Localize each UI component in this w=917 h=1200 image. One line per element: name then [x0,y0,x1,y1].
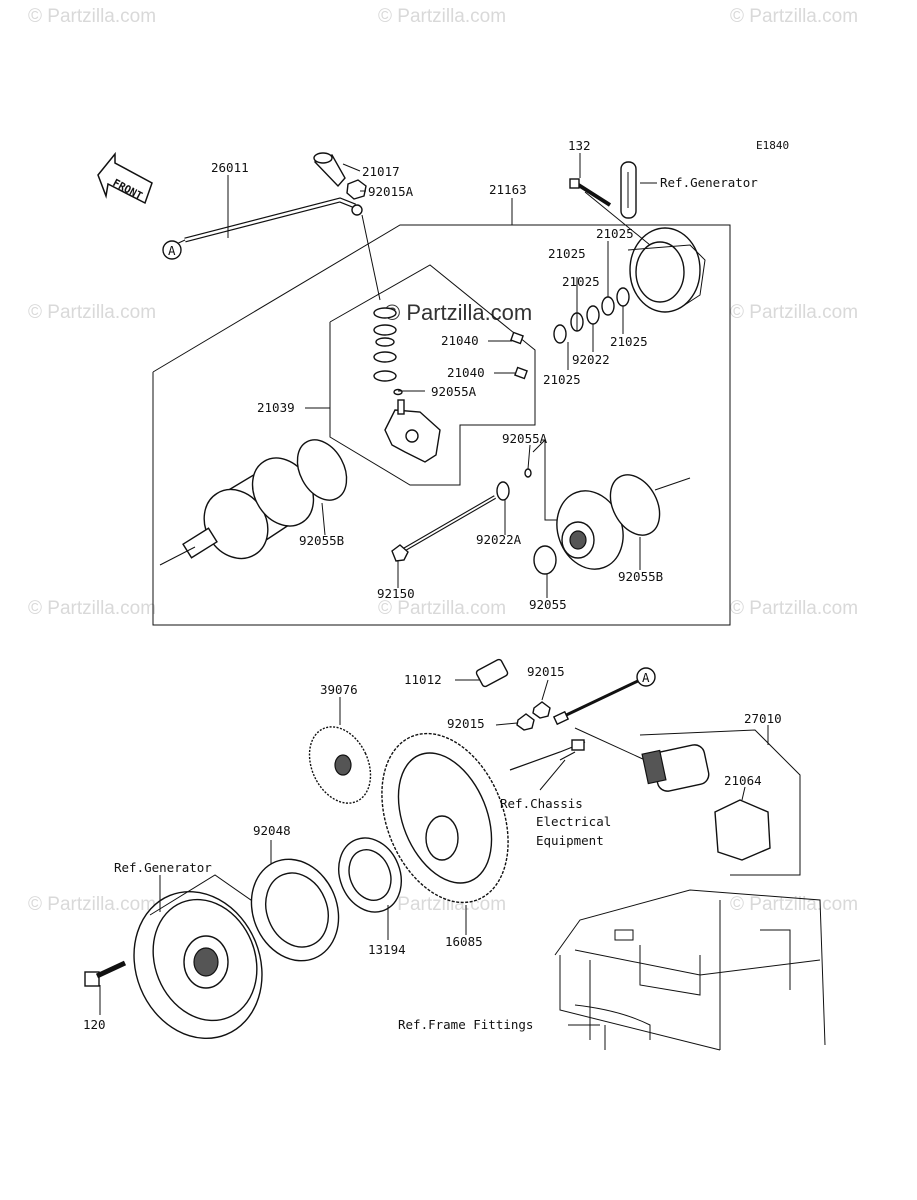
relay-plug-11012 [475,658,509,688]
connector-marker-label: A [168,243,176,258]
chassis-harness [509,739,586,771]
label-26011: 26011 [211,160,249,175]
label-92055: 92055 [529,597,567,612]
label-92048: 92048 [253,823,291,838]
ref-chassis-line2: Electrical [536,814,611,829]
label-11012: 11012 [404,672,442,687]
label-21017: 21017 [362,164,400,179]
frame-fittings [554,889,826,1051]
brush-21040-b [514,366,528,380]
label-92055a-top: 92055A [431,384,477,399]
diagram-code: E1840 [756,139,789,152]
watermark: © Partzilla.com [730,302,858,323]
ref-chassis-line3: Equipment [536,833,604,848]
label-92055b-right: 92055B [618,569,663,584]
connector-marker-a-top [162,240,182,260]
o-ring-92055a-small [524,468,532,478]
starter-gear-16085 [381,732,509,904]
watermark-group: © Partzilla.com © Partzilla.com © Partzi… [28,6,858,915]
starter-cable [171,197,363,247]
nut-92015-b [516,713,535,731]
starter-relay-box [639,729,801,876]
rear-end-cover [627,227,706,313]
watermark-center: © Partzilla.com [384,300,532,325]
starter-yoke [159,457,315,566]
starter-motor-assembly-box [152,198,731,626]
bolt-132 [569,178,612,207]
watermark: © Partzilla.com [28,894,156,915]
label-92055a-mid: 92055A [502,431,548,446]
leader-lines-upper [227,153,657,598]
label-21025-c: 21025 [610,334,648,349]
generator-rotor [133,874,263,1040]
terminal-bolt [552,678,641,726]
ref-generator-top: Ref.Generator [660,175,758,190]
label-132: 132 [568,138,591,153]
label-92150: 92150 [377,586,415,601]
label-21025-b: 21025 [562,274,600,289]
labels-lower: 11012 92015 92015 27010 21064 39076 9204… [83,664,782,1032]
bolt-120 [84,960,127,987]
starter-clutch-plate-92048 [250,858,340,962]
watermark: © Partzilla.com [378,6,506,27]
nut-92015a [346,179,367,200]
ref-chassis-line1: Ref.Chassis [500,796,583,811]
label-21163: 21163 [489,182,527,197]
terminal-cap [313,152,346,188]
front-end-cover [556,490,624,570]
label-92022: 92022 [572,352,610,367]
washer-92022a [496,481,510,501]
watermark: © Partzilla.com [730,894,858,915]
starter-relay-27010 [641,744,710,792]
watermark: © Partzilla.com [28,6,156,27]
one-way-clutch-13194 [338,837,402,913]
nut-92015-a [532,701,551,719]
ref-frame-fittings: Ref.Frame Fittings [398,1017,533,1032]
watermark: © Partzilla.com [28,598,156,619]
label-92022a: 92022A [476,532,522,547]
watermark: © Partzilla.com [378,598,506,619]
label-39076: 39076 [320,682,358,697]
brush-holder-group-box [329,264,536,486]
label-21025-e: 21025 [543,372,581,387]
o-ring-92055b-left [296,439,348,501]
watermark: © Partzilla.com [730,598,858,619]
label-120: 120 [83,1017,106,1032]
washer-stack [373,307,403,396]
connector-marker-label-bottom: A [642,670,650,685]
label-21039: 21039 [257,400,295,415]
relay-cover-21064 [714,799,771,861]
label-21064: 21064 [724,773,762,788]
label-92015-a: 92015 [527,664,565,679]
brush-21040-a [510,331,524,345]
shims [553,287,630,344]
labels-upper: 26011 21017 92015A 21163 132 Ref.Generat… [211,138,758,612]
label-92015-b: 92015 [447,716,485,731]
brush-holder-plate [384,399,441,463]
idle-gear-39076 [308,726,372,804]
label-13194: 13194 [368,942,406,957]
connector-marker-a-bottom [636,667,656,687]
label-92055b-left: 92055B [299,533,344,548]
o-ring-92055b-right [609,474,661,536]
leader-lines-lower [99,679,769,1026]
long-bolt-92150 [391,495,497,562]
label-92015a: 92015A [368,184,414,199]
label-21040-a: 21040 [441,333,479,348]
generator-bracket [620,161,637,219]
front-arrow-icon: FRONT [97,151,153,205]
label-16085: 16085 [445,934,483,949]
label-21040-b: 21040 [447,365,485,380]
watermark: © Partzilla.com [730,6,858,27]
label-21025-a: 21025 [548,246,586,261]
label-21025-d: 21025 [596,226,634,241]
o-ring-92055 [533,545,557,575]
label-27010: 27010 [744,711,782,726]
ref-generator-bottom: Ref.Generator [114,860,212,875]
watermark: © Partzilla.com [28,302,156,323]
